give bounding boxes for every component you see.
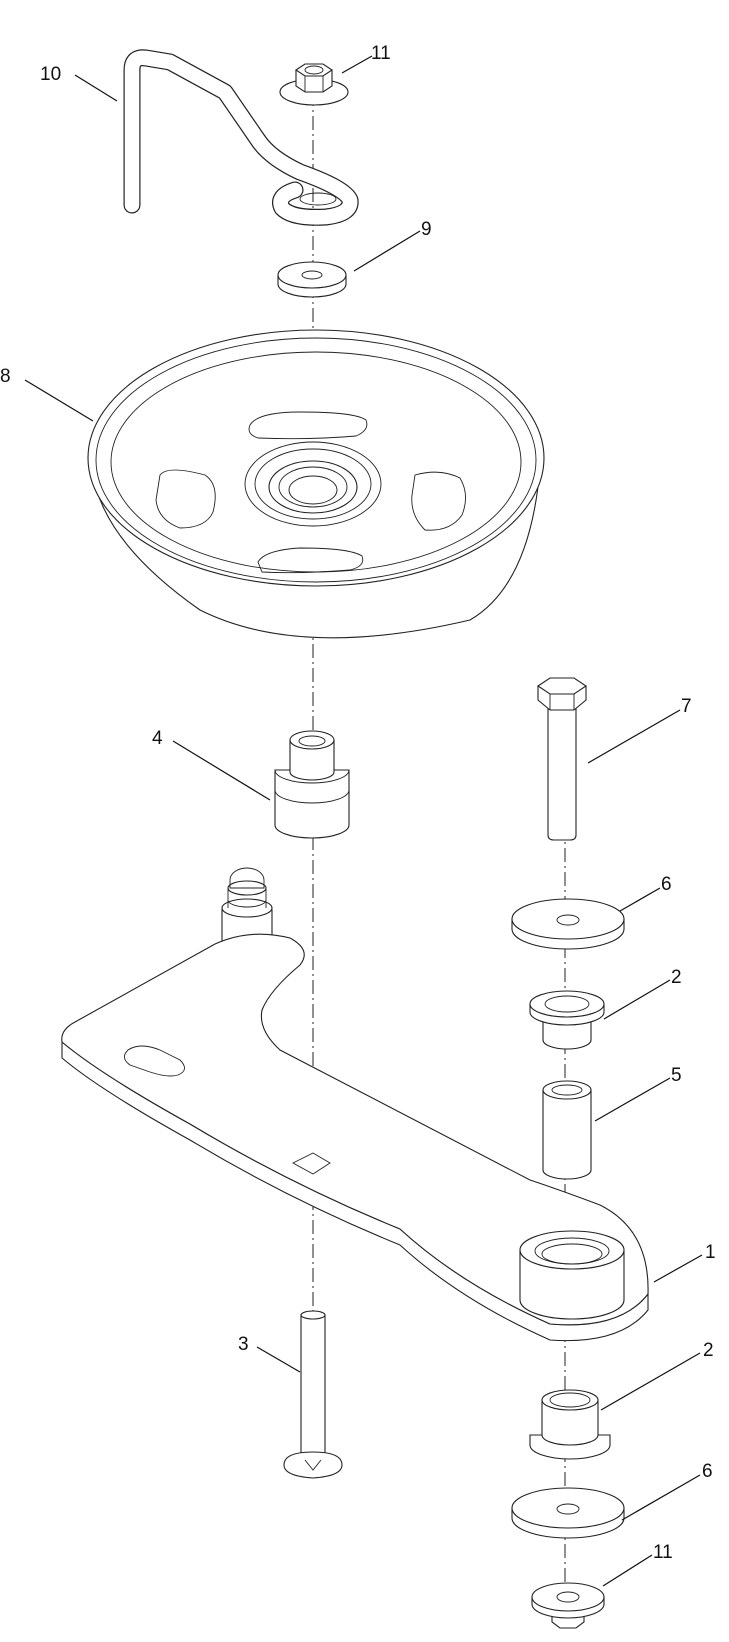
leader-lines	[24, 55, 703, 1587]
callout-8: 8	[0, 366, 11, 387]
callout-9: 9	[421, 219, 432, 240]
callout-1: 1	[705, 1242, 716, 1263]
flange-nut-bottom-part	[531, 1582, 605, 1629]
spring-rod-part	[123, 49, 359, 226]
callout-3: 3	[238, 1334, 249, 1355]
callout-6-upper: 6	[661, 874, 672, 895]
flange-bushing-upper-part	[529, 990, 605, 1050]
callout-7: 7	[681, 696, 692, 717]
washer-part	[277, 261, 347, 298]
flange-nut-top-part	[279, 63, 349, 106]
tube-spacer-part	[542, 1080, 592, 1180]
callout-6-lower: 6	[702, 1461, 713, 1482]
hex-bolt-part	[537, 677, 587, 841]
center-axes	[312, 92, 566, 1600]
flange-bushing-lower-part	[529, 1389, 611, 1460]
carriage-bolt-part	[283, 1310, 343, 1479]
callout-2-lower: 2	[703, 1340, 714, 1361]
callout-10: 10	[40, 64, 61, 85]
flat-washer-lower-part	[511, 1487, 625, 1539]
callout-2-upper: 2	[671, 967, 682, 988]
pulley-spacer-part	[274, 730, 350, 839]
idler-arm-part	[61, 867, 649, 1342]
flat-washer-upper-part	[511, 898, 625, 950]
callout-4: 4	[152, 728, 163, 749]
callout-labels: 10 11 9 8 4 7 6 2 5 1 3 2 6 11	[0, 43, 716, 1563]
callout-11-bottom: 11	[653, 1542, 673, 1563]
idler-pulley-part	[87, 329, 545, 639]
callout-5: 5	[671, 1065, 682, 1086]
callout-11-top: 11	[371, 43, 391, 64]
